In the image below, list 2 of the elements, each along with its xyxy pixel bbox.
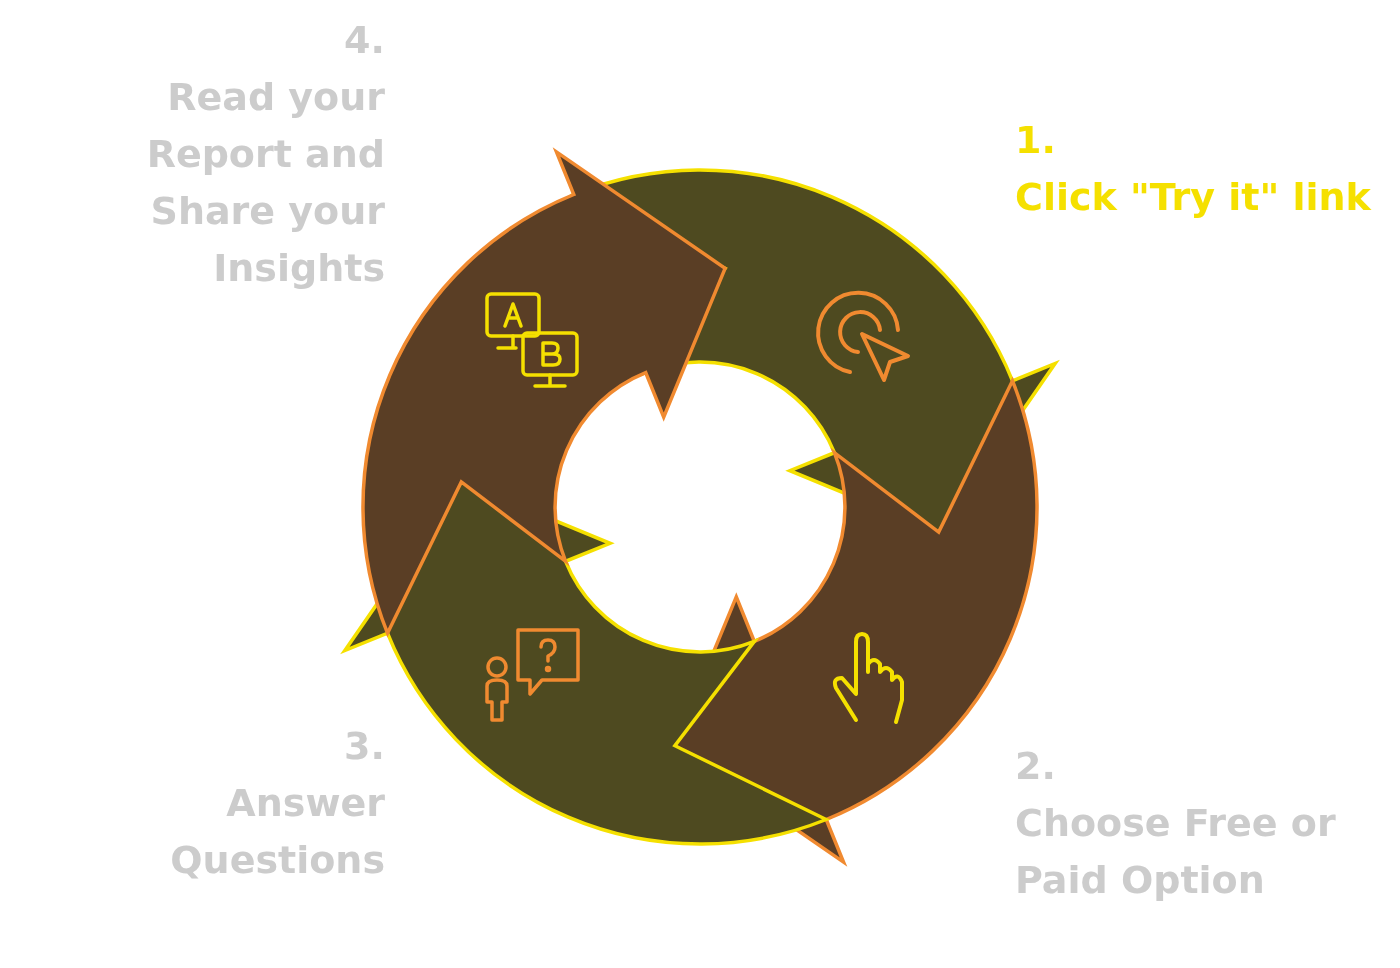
- step-number: 1.: [1015, 117, 1057, 164]
- step-label: Click "Try it" link: [1015, 174, 1372, 221]
